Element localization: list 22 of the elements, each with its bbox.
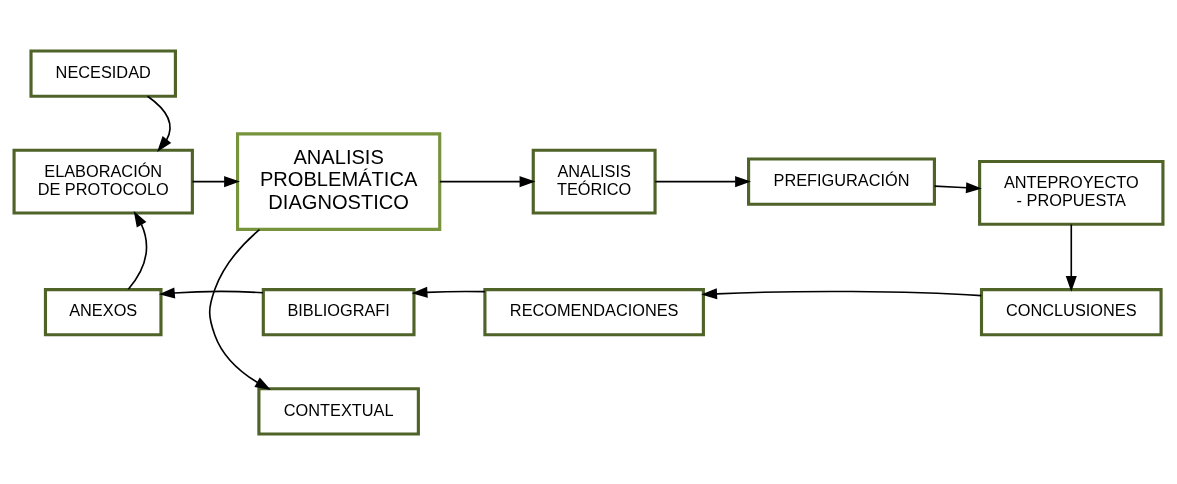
- node-box: BIBLIOGRAFI: [261, 287, 416, 336]
- node-box: RECOMENDACIONES: [483, 287, 705, 336]
- arrow: [411, 286, 486, 298]
- arrow: [146, 94, 172, 152]
- node-box: ANALISIS PROBLEMÁTICA DIAGNOSTICO: [236, 131, 442, 231]
- arrow: [933, 181, 982, 193]
- node-box: ANALISIS TEÓRICO: [531, 148, 657, 215]
- arrow: [1065, 223, 1077, 292]
- node-box: NECESIDAD: [29, 48, 177, 98]
- node-box: ANTEPROYECTO - PROPUESTA: [978, 159, 1165, 226]
- arrow: [208, 228, 271, 390]
- arrow: [159, 286, 264, 298]
- arrow: [191, 175, 240, 187]
- arrow: [701, 287, 983, 299]
- node-box: ELABORACIÓN DE PROTOCOLO: [12, 148, 194, 215]
- arrow: [127, 210, 148, 290]
- arrow: [654, 175, 751, 187]
- node-box: ANEXOS: [43, 287, 163, 336]
- arrow: [439, 175, 536, 187]
- node-box: CONTEXTUAL: [257, 386, 420, 436]
- node-box: CONCLUSIONES: [979, 287, 1163, 336]
- node-box: PREFIGURACIÓN: [747, 156, 936, 206]
